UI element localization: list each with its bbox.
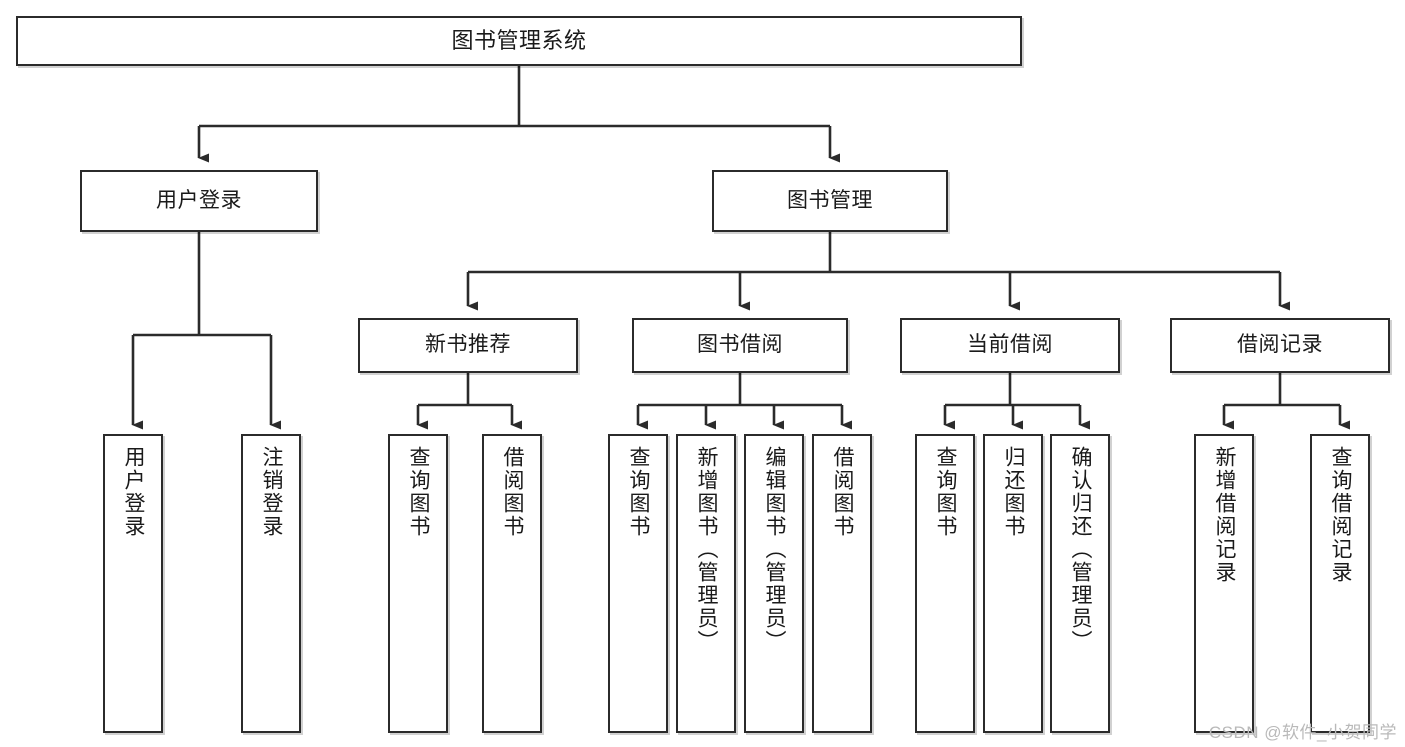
node-label: 新增借阅记录 <box>1213 446 1237 584</box>
node-label: 图书管理 <box>787 188 873 212</box>
node-label: 图书借阅 <box>697 333 783 357</box>
node-label: 借阅记录 <box>1237 333 1323 357</box>
leaf-borrow-book[interactable]: 借阅图书 <box>812 434 872 733</box>
leaf-edit-book[interactable]: 编辑图书（管理员） <box>744 434 804 733</box>
node-label: 新书推荐 <box>425 333 511 357</box>
node-label: 查询借阅记录 <box>1329 446 1353 584</box>
node-label: 借阅图书 <box>501 446 525 538</box>
node-label: 查询图书 <box>934 446 958 538</box>
watermark-text: CSDN @软件_小贺同学 <box>1208 723 1397 742</box>
node-label: 借阅图书 <box>831 446 855 538</box>
leaf-return-book[interactable]: 归还图书 <box>983 434 1043 733</box>
node-borrow-record[interactable]: 借阅记录 <box>1170 318 1390 373</box>
leaf-user-login[interactable]: 用户登录 <box>103 434 163 733</box>
node-current-borrow[interactable]: 当前借阅 <box>900 318 1120 373</box>
node-label: 图书管理系统 <box>451 28 587 54</box>
node-label: 确认归还（管理员） <box>1069 446 1093 653</box>
leaf-add-book[interactable]: 新增图书（管理员） <box>676 434 736 733</box>
node-label: 用户登录 <box>122 446 146 538</box>
node-root-system[interactable]: 图书管理系统 <box>16 16 1022 66</box>
node-user-login[interactable]: 用户登录 <box>80 170 318 232</box>
node-label: 注销登录 <box>260 446 284 538</box>
leaf-query-book-current[interactable]: 查询图书 <box>915 434 975 733</box>
leaf-query-book-borrow[interactable]: 查询图书 <box>608 434 668 733</box>
node-label: 用户登录 <box>156 188 242 212</box>
node-book-borrow[interactable]: 图书借阅 <box>632 318 848 373</box>
node-new-book-recommend[interactable]: 新书推荐 <box>358 318 578 373</box>
leaf-confirm-return[interactable]: 确认归还（管理员） <box>1050 434 1110 733</box>
node-label: 当前借阅 <box>967 333 1053 357</box>
leaf-query-borrow-record[interactable]: 查询借阅记录 <box>1310 434 1370 733</box>
node-label: 查询图书 <box>407 446 431 538</box>
node-label: 归还图书 <box>1002 446 1026 538</box>
node-label: 查询图书 <box>627 446 651 538</box>
leaf-logout[interactable]: 注销登录 <box>241 434 301 733</box>
leaf-borrow-book-recommend[interactable]: 借阅图书 <box>482 434 542 733</box>
node-label: 编辑图书（管理员） <box>763 446 787 653</box>
node-book-manage[interactable]: 图书管理 <box>712 170 948 232</box>
leaf-add-borrow-record[interactable]: 新增借阅记录 <box>1194 434 1254 733</box>
node-label: 新增图书（管理员） <box>695 446 719 653</box>
leaf-query-book-recommend[interactable]: 查询图书 <box>388 434 448 733</box>
